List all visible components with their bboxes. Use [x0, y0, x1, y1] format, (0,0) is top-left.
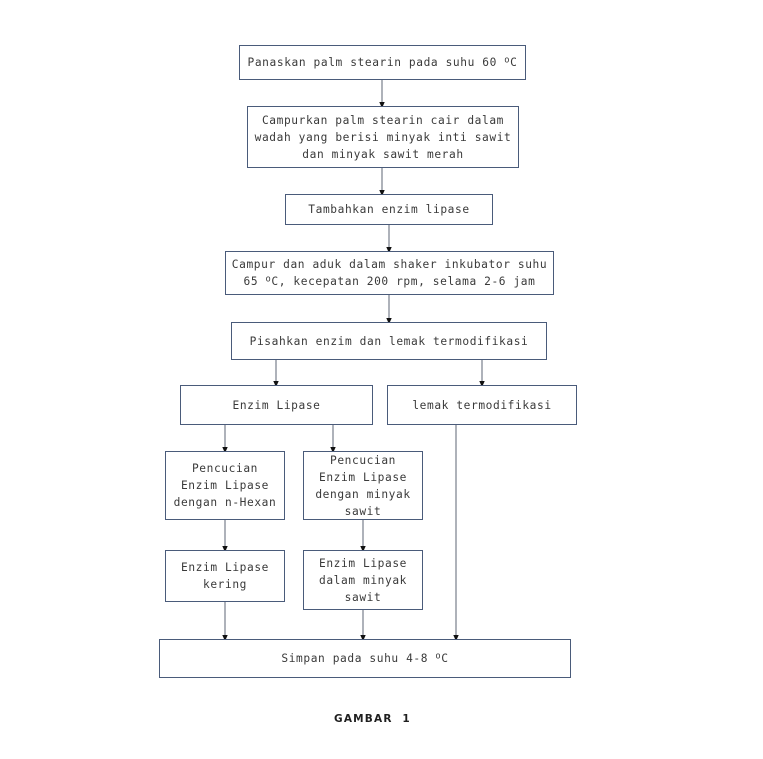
flow-node: Pisahkan enzim dan lemak termodifikasi: [231, 322, 547, 360]
flow-node: Enzim Lipase: [180, 385, 373, 425]
flow-node-label: Pisahkan enzim dan lemak termodifikasi: [249, 334, 529, 348]
flow-node-label: Tambahkan enzim lipase: [308, 203, 470, 216]
flow-node: Simpan pada suhu 4-8 oC: [159, 639, 571, 678]
flow-node-label: Enzim Lipase: [232, 398, 321, 412]
flow-node: Pencucian Enzim Lipase dengan n-Hexan: [165, 451, 285, 520]
flow-node: Panaskan palm stearin pada suhu 60 oC: [239, 45, 526, 80]
flow-node-label: Pencucian Enzim Lipase dengan minyak saw…: [315, 453, 411, 518]
flow-node: Enzim Lipase dalam minyak sawit: [303, 550, 423, 610]
flow-node: Pencucian Enzim Lipase dengan minyak saw…: [303, 451, 423, 520]
flow-node: lemak termodifikasi: [387, 385, 577, 425]
flow-node-label: Campurkan palm stearin cair dalam wadah …: [254, 113, 512, 161]
flow-node: Enzim Lipase kering: [165, 550, 285, 602]
flow-node-label: Enzim Lipase dalam minyak sawit: [318, 556, 408, 604]
flow-node-label: Simpan pada suhu 4-8 oC: [281, 651, 449, 665]
flow-node-label: lemak termodifikasi: [412, 398, 552, 412]
figure-caption: GAMBAR 1: [334, 713, 411, 725]
flow-node: Campur dan aduk dalam shaker inkubator s…: [225, 251, 554, 295]
flow-node: Campurkan palm stearin cair dalam wadah …: [247, 106, 519, 168]
flow-node-label: Pencucian Enzim Lipase dengan n-Hexan: [173, 462, 277, 509]
flow-node: Tambahkan enzim lipase: [285, 194, 493, 225]
flow-node-label: Panaskan palm stearin pada suhu 60 oC: [247, 55, 518, 69]
flow-node-label: Campur dan aduk dalam shaker inkubator s…: [231, 258, 548, 288]
flow-node-label: Enzim Lipase kering: [180, 561, 270, 591]
